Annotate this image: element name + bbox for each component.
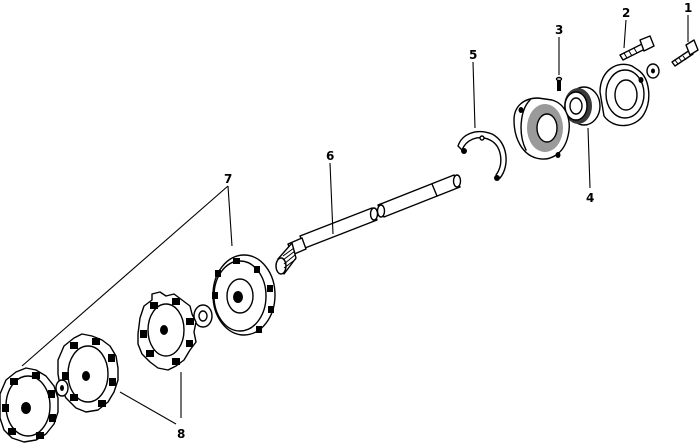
part-7-sprocket-large xyxy=(212,254,276,336)
part-spacer-washer xyxy=(193,304,213,328)
part-small-washer xyxy=(55,379,69,397)
callout-7: 7 xyxy=(224,172,232,186)
part-flange-plate xyxy=(599,63,650,127)
callout-2: 2 xyxy=(622,6,630,20)
part-washer xyxy=(646,63,660,79)
callout-1: 1 xyxy=(684,1,692,15)
part-hub-housing xyxy=(513,97,570,160)
callout-5: 5 xyxy=(469,48,477,62)
part-8-sprocket-lower xyxy=(57,333,119,413)
callout-3: 3 xyxy=(555,23,563,37)
part-3-pin xyxy=(555,76,563,91)
callout-6: 6 xyxy=(326,149,334,163)
part-5-retaining-clip xyxy=(457,130,507,181)
part-8-sprocket-upper xyxy=(137,291,197,371)
part-1-bolt xyxy=(671,39,699,67)
part-7-sprocket-lower xyxy=(0,367,59,443)
callout-4: 4 xyxy=(586,191,594,205)
leader-lines xyxy=(21,15,689,425)
part-6-shaft xyxy=(275,174,462,275)
callout-labels: 1 2 3 4 5 6 7 8 xyxy=(177,1,692,441)
part-4-bearing xyxy=(564,86,601,126)
part-2-bolt xyxy=(619,35,655,61)
callout-8: 8 xyxy=(177,427,185,441)
